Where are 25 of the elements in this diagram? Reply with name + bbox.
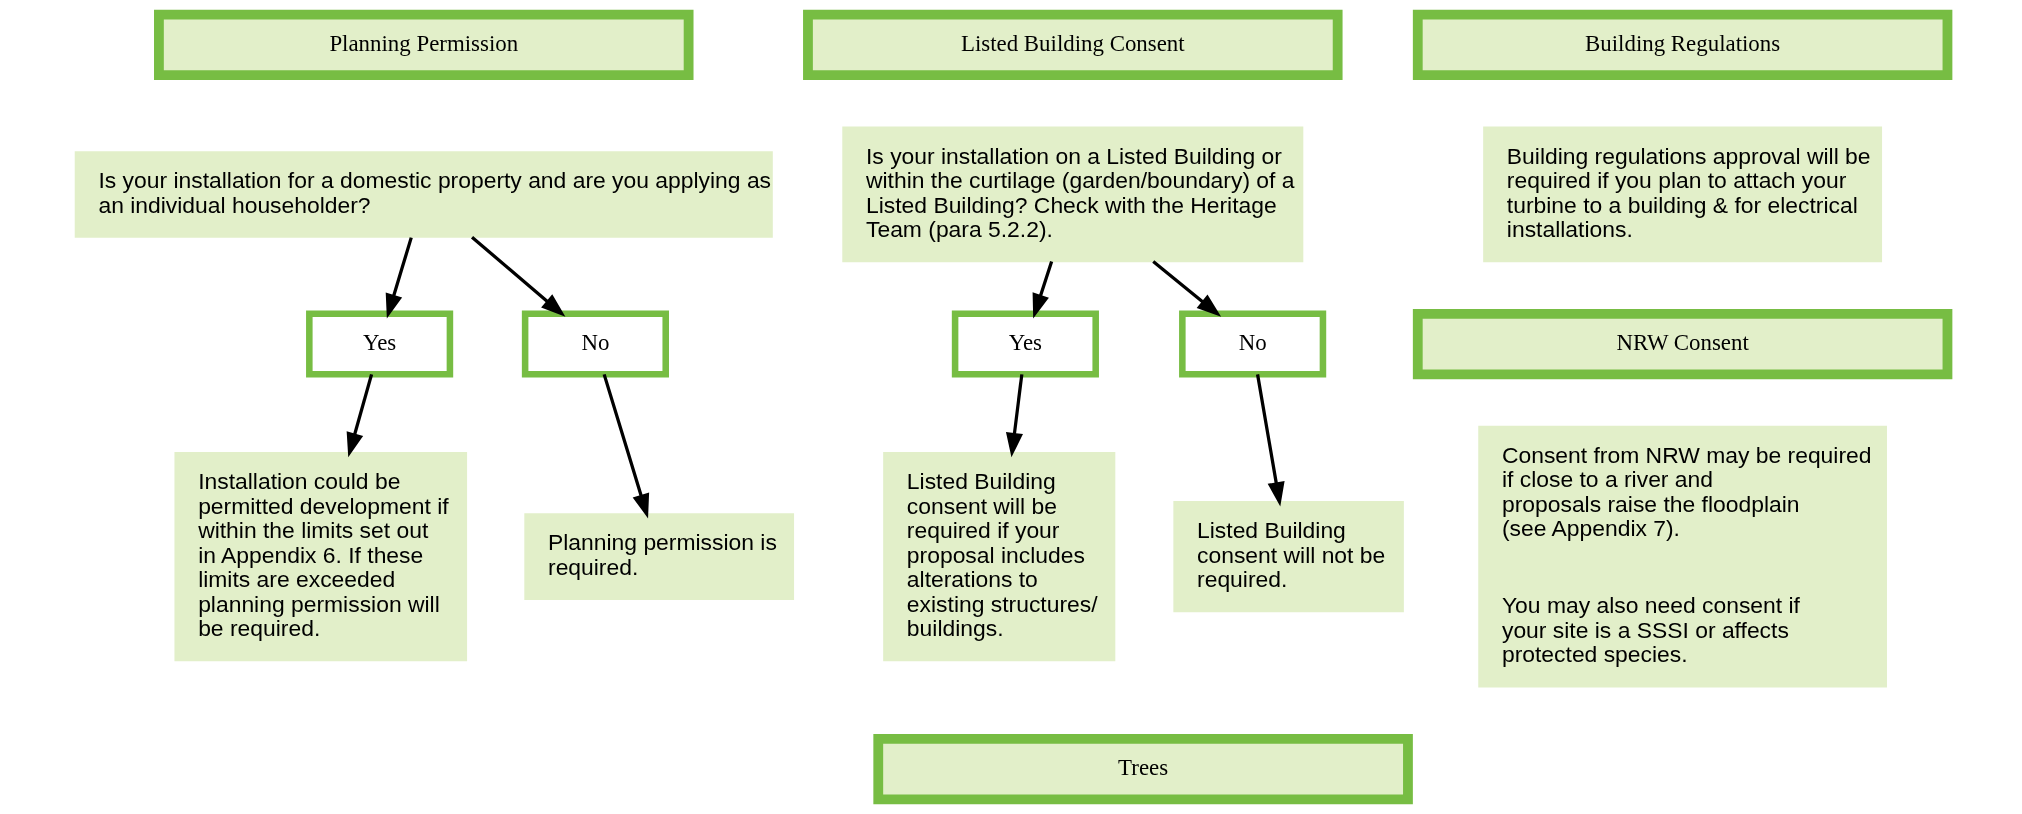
node-box: No [521, 310, 669, 378]
node-box: Building Regulations [1412, 9, 1952, 81]
node-box: Building regulations approval will be required if you plan to attach your turbine to a building & for electrical installations. [1482, 126, 1882, 263]
node-box: Planning Permission [153, 9, 693, 81]
arrow [602, 373, 649, 519]
arrow [1032, 261, 1053, 319]
node-box: Installation could be permitted development if within the limits set out in Appendix 6. If these limits are exceeded planning permission will be required. [173, 451, 467, 662]
arrow [346, 373, 373, 458]
node-box: Listed Building consent will be required if your proposal includes alterations to existing structures/ buildings. [882, 451, 1115, 662]
node-box: Listed Building consent will not be required. [1172, 501, 1404, 613]
node-box: No [1178, 310, 1326, 378]
arrow [1005, 374, 1023, 458]
node-box: Consent from NRW may be required if close to a river and proposals raise the floodplain (see Appendix 7). You may also need consent if your site is a SSSI or affects protected species. [1477, 425, 1887, 688]
node-box: Is your installation on a Listed Building or within the curtilage (garden/boundary) of a Listed Building? Check with the Heritage Team (para 5.2.2). [841, 126, 1303, 263]
arrow [1151, 260, 1221, 317]
node-box: Yes [305, 310, 453, 378]
node-box: Is your installation for a domestic property and are you applying as an individual householder? [74, 151, 773, 238]
node-box: Trees [872, 733, 1413, 805]
arrow [1255, 374, 1285, 507]
node-box: Yes [951, 310, 1099, 378]
node-box: NRW Consent [1412, 308, 1952, 380]
node-box: Listed Building Consent [802, 9, 1343, 81]
arrow [385, 237, 413, 319]
node-box: Planning permission is required. [523, 513, 794, 600]
arrow [470, 236, 565, 317]
